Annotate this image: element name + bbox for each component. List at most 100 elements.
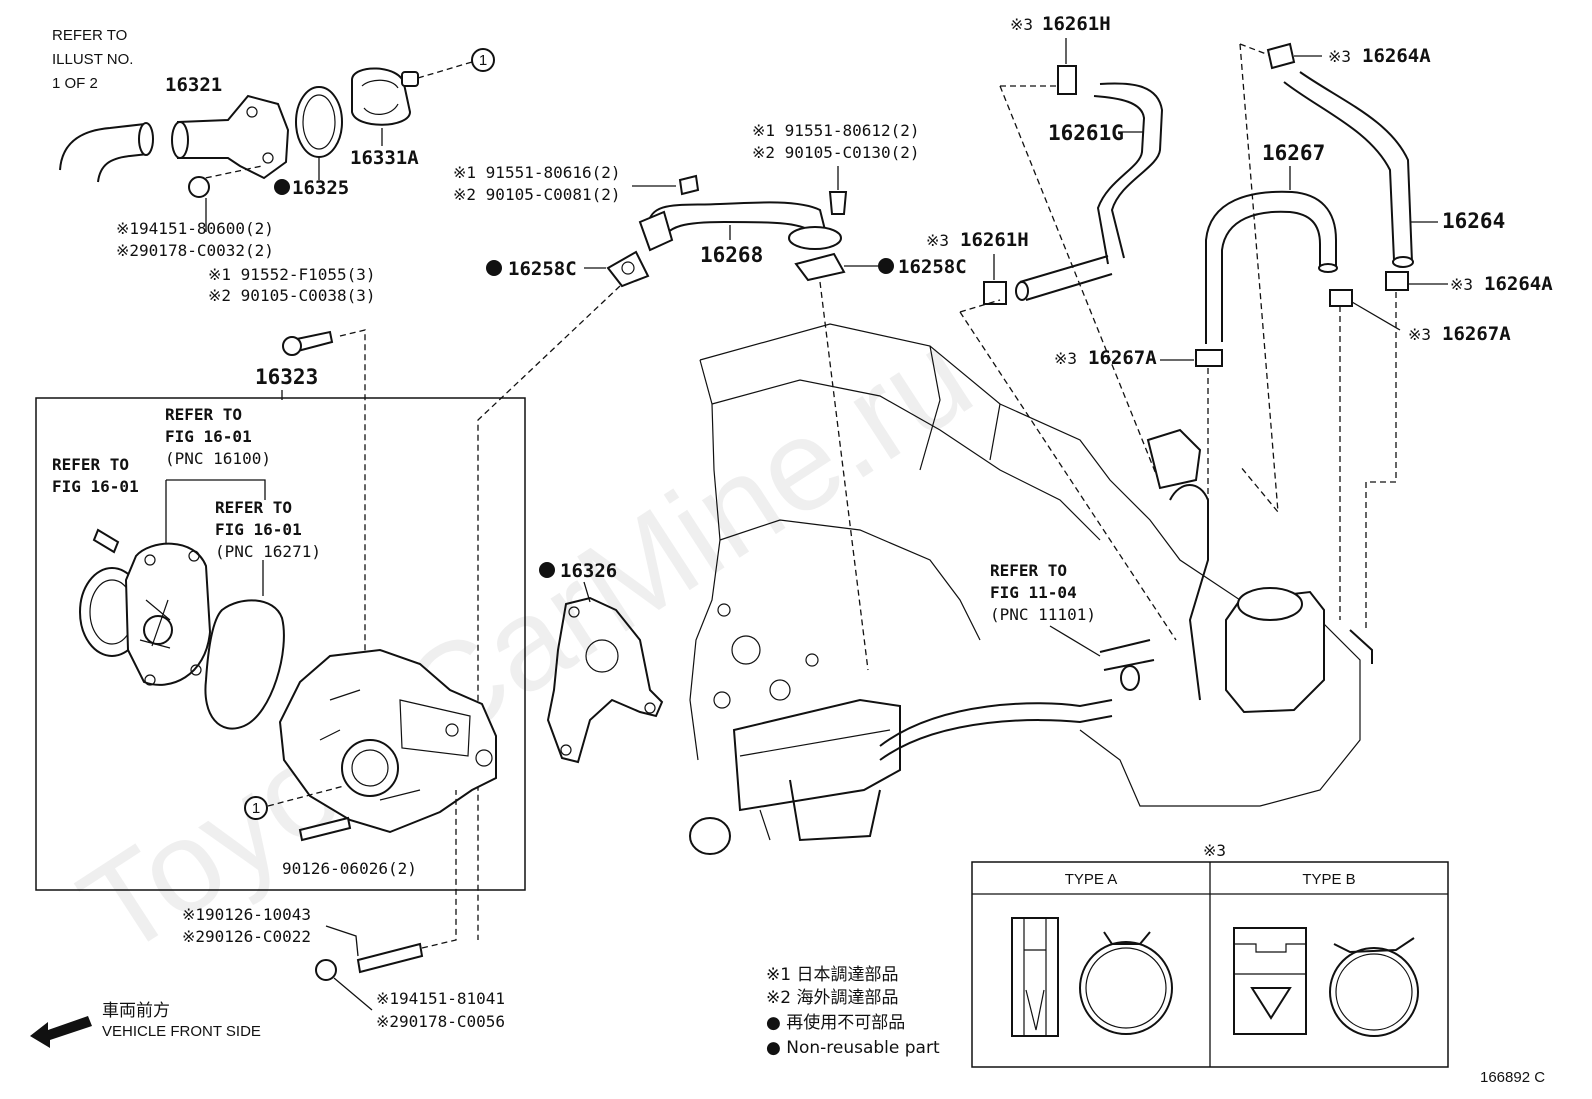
engine-assembly-icon [689, 323, 1373, 855]
bolt-icon [188, 176, 210, 198]
part-16331A-label: 16331A [350, 147, 419, 169]
bolt-91551-80612: ※1 91551-80612(2) [752, 121, 920, 140]
svg-text:REFER TO: REFER TO [990, 561, 1067, 580]
gasket-16258C-icon [794, 252, 846, 282]
refer-fig-16271: REFER TO FIG 16-01 (PNC 16271) [215, 498, 321, 561]
hose-clamp-icon [1057, 65, 1077, 95]
hose-clamp-icon [1266, 42, 1296, 70]
svg-text:REFER TO: REFER TO [215, 498, 292, 517]
mark-3: ※3 [1328, 47, 1351, 66]
svg-text:(PNC 16100): (PNC 16100) [165, 449, 271, 468]
part-16264A-label-a: 16264A [1362, 45, 1431, 67]
nut-94151-81041: ※194151-81041 [376, 989, 505, 1008]
part-16261H-label-a: 16261H [1042, 13, 1111, 35]
svg-text:FIG 16-01: FIG 16-01 [215, 520, 302, 539]
types-mark: ※3 [1203, 841, 1226, 860]
legend-domestic: ※1 日本調達部品 [766, 965, 898, 985]
radiator-hose-icon [59, 123, 149, 183]
legend-overseas: ※2 海外調達部品 [766, 988, 898, 1008]
hose-end-icon [138, 122, 154, 156]
type-b-label: TYPE B [1302, 871, 1355, 888]
part-16261G-label: 16261G [1048, 121, 1124, 145]
hose-clamp-icon [1385, 271, 1409, 291]
part-16268-label: 16268 [700, 243, 763, 267]
clamp-type-b-icon [1233, 927, 1419, 1037]
non-reusable-dot [486, 260, 502, 276]
refer-illust-note: REFER TO ILLUST NO. 1 OF 2 [52, 27, 133, 92]
o-ring-16271-icon [204, 599, 285, 730]
svg-text:REFER TO: REFER TO [52, 455, 129, 474]
hose-16264-icon [1283, 71, 1413, 263]
bolt-90178-C0032: ※290178-C0032(2) [116, 241, 274, 260]
refer-fig-16100: REFER TO FIG 16-01 (PNC 16100) [165, 405, 271, 468]
part-16264-label: 16264 [1442, 209, 1505, 233]
mark-3: ※3 [1450, 275, 1473, 294]
water-pump-housing-icon [278, 648, 497, 834]
mark-3: ※3 [926, 231, 949, 250]
water-pump-box [35, 397, 526, 891]
bolt-91551-80616: ※1 91551-80616(2) [453, 163, 621, 182]
hose-clamp-icon [1329, 289, 1353, 307]
svg-text:FIG 16-01: FIG 16-01 [165, 427, 252, 446]
bolt-90105-C0081: ※2 90105-C0081(2) [453, 185, 621, 204]
legend-non-reusable-jp: ● 再使用不可部品 [766, 1012, 905, 1033]
svg-text:FIG 11-04: FIG 11-04 [990, 583, 1077, 602]
svg-text:FIG 16-01: FIG 16-01 [52, 477, 139, 496]
stud-icon [298, 816, 352, 842]
part-16267A-label-b: 16267A [1442, 323, 1511, 345]
svg-text:REFER TO: REFER TO [52, 27, 127, 44]
hose-16261G-icon [1093, 82, 1164, 265]
svg-text:(PNC 11101): (PNC 11101) [990, 605, 1096, 624]
bolt-icon [828, 191, 848, 215]
clamp-type-a-icon [1011, 917, 1173, 1037]
hose-clamp-icon [1195, 349, 1223, 367]
part-16261H-label-b: 16261H [960, 229, 1029, 251]
part-16258C-label-b: 16258C [898, 256, 967, 278]
bolt-94151-80600: ※194151-80600(2) [116, 219, 274, 238]
bolt-90105-C0038: ※2 90105-C0038(3) [208, 286, 376, 305]
svg-text:(PNC 16271): (PNC 16271) [215, 542, 321, 561]
part-16326-label: 16326 [560, 560, 617, 582]
part-16325-label: 16325 [292, 177, 349, 199]
mark-3: ※3 [1408, 325, 1431, 344]
part-16323-label: 16323 [255, 365, 318, 389]
hose-16267-icon [1205, 190, 1337, 344]
stud-icon [356, 942, 424, 974]
front-en: VEHICLE FRONT SIDE [102, 1023, 261, 1040]
part-16267-label: 16267 [1262, 141, 1325, 165]
part-16267A-label-a: 16267A [1088, 347, 1157, 369]
gasket-16326-icon [546, 596, 664, 764]
nut-icon [315, 959, 337, 981]
svg-text:1: 1 [479, 52, 487, 69]
bolt-90105-C0130: ※2 90105-C0130(2) [752, 143, 920, 162]
water-pump-icon [79, 542, 212, 686]
callout-1-icon [244, 796, 268, 820]
type-a-label: TYPE A [1065, 871, 1118, 888]
stud-90126-06026: 90126-06026(2) [282, 859, 417, 878]
front-jp: 車両前方 [102, 1001, 170, 1021]
part-16264A-label-b: 16264A [1484, 273, 1553, 295]
gasket-16258C-icon [606, 250, 650, 288]
refer-fig-16-01: REFER TO FIG 16-01 [52, 455, 139, 496]
svg-text:ILLUST NO.: ILLUST NO. [52, 51, 133, 68]
nut-90178-C0056: ※290178-C0056 [376, 1012, 505, 1031]
svg-text:1 OF 2: 1 OF 2 [52, 75, 98, 92]
bolt-icon [92, 528, 120, 554]
water-inlet-icon [177, 94, 290, 180]
figure-id: 166892 C [1480, 1069, 1545, 1086]
stud-90126-C0022: ※290126-C0022 [182, 927, 311, 946]
non-reusable-dot [878, 258, 894, 274]
bolt-icon [678, 174, 700, 196]
part-16321-label: 16321 [165, 74, 222, 96]
non-reusable-dot [539, 562, 555, 578]
svg-text:REFER TO: REFER TO [165, 405, 242, 424]
refer-fig-11101: REFER TO FIG 11-04 (PNC 11101) [990, 561, 1096, 624]
hose-clamp-icon [983, 281, 1007, 305]
callout-1-icon [471, 48, 495, 72]
bolt-91552-F1055: ※1 91552-F1055(3) [208, 265, 376, 284]
stud-90126-10043: ※190126-10043 [182, 905, 311, 924]
legend-non-reusable-en: ● Non-reusable part [766, 1038, 940, 1058]
mark-3: ※3 [1010, 15, 1033, 34]
front-arrow-icon [30, 1016, 92, 1048]
